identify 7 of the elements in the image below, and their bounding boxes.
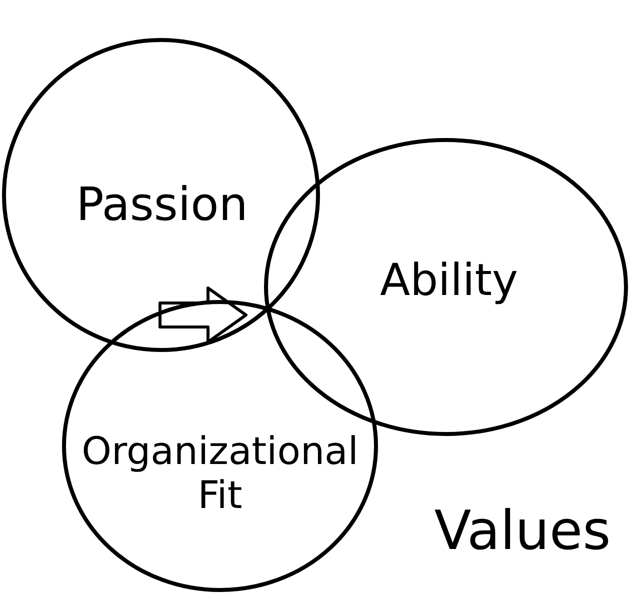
circle-label: Organizational Fit	[80, 430, 360, 518]
annotation-text: Values	[433, 500, 612, 562]
venn-circle	[62, 300, 378, 592]
venn-circle	[2, 38, 320, 352]
circle-label: Ability	[379, 256, 519, 307]
venn-circle	[264, 138, 628, 436]
circle-label: Passion	[75, 178, 249, 231]
